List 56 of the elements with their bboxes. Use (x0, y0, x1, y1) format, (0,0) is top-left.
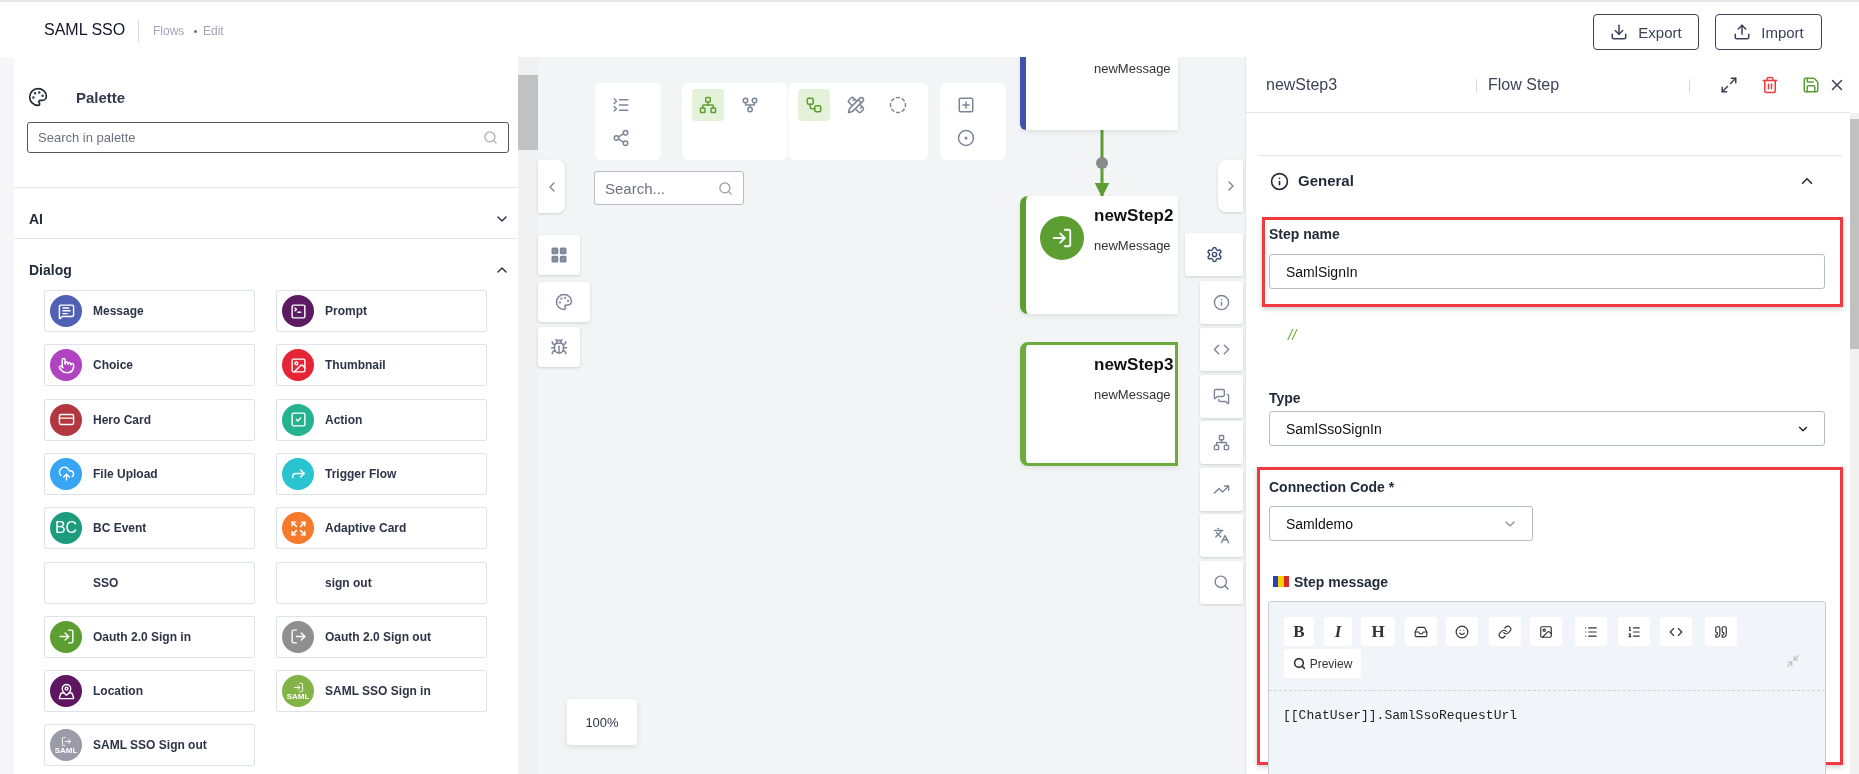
field-label: Type (1269, 390, 1301, 406)
flow-step-card (1020, 342, 1178, 466)
palette-item: SSO (44, 561, 255, 604)
panel-title: Palette (76, 89, 126, 106)
palette-item: Prompt (276, 290, 487, 332)
zoom-level: 100% (567, 699, 637, 745)
sign-in-icon: SAML (282, 675, 314, 708)
step-subtitle: newMessage (1094, 238, 1171, 253)
import-button: Import (1715, 14, 1822, 50)
select-field: SamlSsoSignIn (1269, 411, 1825, 446)
field-label: Step message (1294, 574, 1389, 590)
palette-item: File Upload (44, 452, 255, 495)
preview-button: Preview (1284, 649, 1361, 678)
arrow (1094, 130, 1110, 198)
app-title: SAML SSO (44, 21, 126, 39)
field-label: Step name (1269, 226, 1340, 242)
text-input: SamlSignIn (1269, 254, 1825, 289)
bold-button: B (1284, 617, 1314, 646)
palette-item: Message (44, 290, 255, 332)
select-field: Samldemo (1269, 506, 1533, 541)
italic-button: I (1324, 617, 1352, 646)
palette-item: Oauth 2.0 Sign out (276, 615, 487, 658)
step-title: newStep3 (1094, 355, 1174, 375)
palette-item: Action (276, 398, 487, 441)
breadcrumb-link: Edit (203, 24, 224, 38)
code-text: [[ChatUser]].SamlSsoRequestUrl (1283, 708, 1518, 723)
section-header: AI (29, 211, 43, 227)
palette-item: sign out (276, 561, 487, 604)
palette-item: Adaptive Card (276, 507, 487, 550)
section-header: Dialog (29, 262, 72, 278)
comment-text: // (1288, 326, 1297, 343)
palette-item: BC BC Event (44, 507, 255, 550)
flow-step-card (1020, 57, 1178, 130)
palette-item: Location (44, 670, 255, 713)
flow-step-card (1020, 196, 1178, 314)
palette-item: Thumbnail (276, 344, 487, 387)
palette-item: Choice (44, 344, 255, 387)
palette-item: SAML SAML SSO Sign in (276, 670, 487, 713)
palette-item: Trigger Flow (276, 452, 487, 495)
panel-title: newStep3 (1266, 76, 1338, 94)
heading-button: H (1361, 617, 1395, 646)
palette-item: Oauth 2.0 Sign in (44, 615, 255, 658)
step-title: newStep2 (1094, 206, 1174, 226)
field-label: Connection Code * (1269, 479, 1395, 495)
text-badge-icon: BC (50, 512, 82, 545)
palette-item: SAML SAML SSO Sign out (44, 724, 255, 767)
step-subtitle: newMessage (1094, 387, 1171, 402)
breadcrumb-link: Flows (153, 24, 185, 38)
panel-subtitle: Flow Step (1488, 76, 1560, 94)
sign-out-icon: SAML (50, 729, 82, 762)
search-field: Search in palette (27, 122, 509, 153)
export-button: Export (1593, 14, 1699, 50)
search-field: Search... (594, 171, 744, 205)
section-header: General (1298, 172, 1354, 189)
palette-item: Hero Card (44, 398, 255, 441)
step-subtitle: newMessage (1094, 61, 1171, 76)
